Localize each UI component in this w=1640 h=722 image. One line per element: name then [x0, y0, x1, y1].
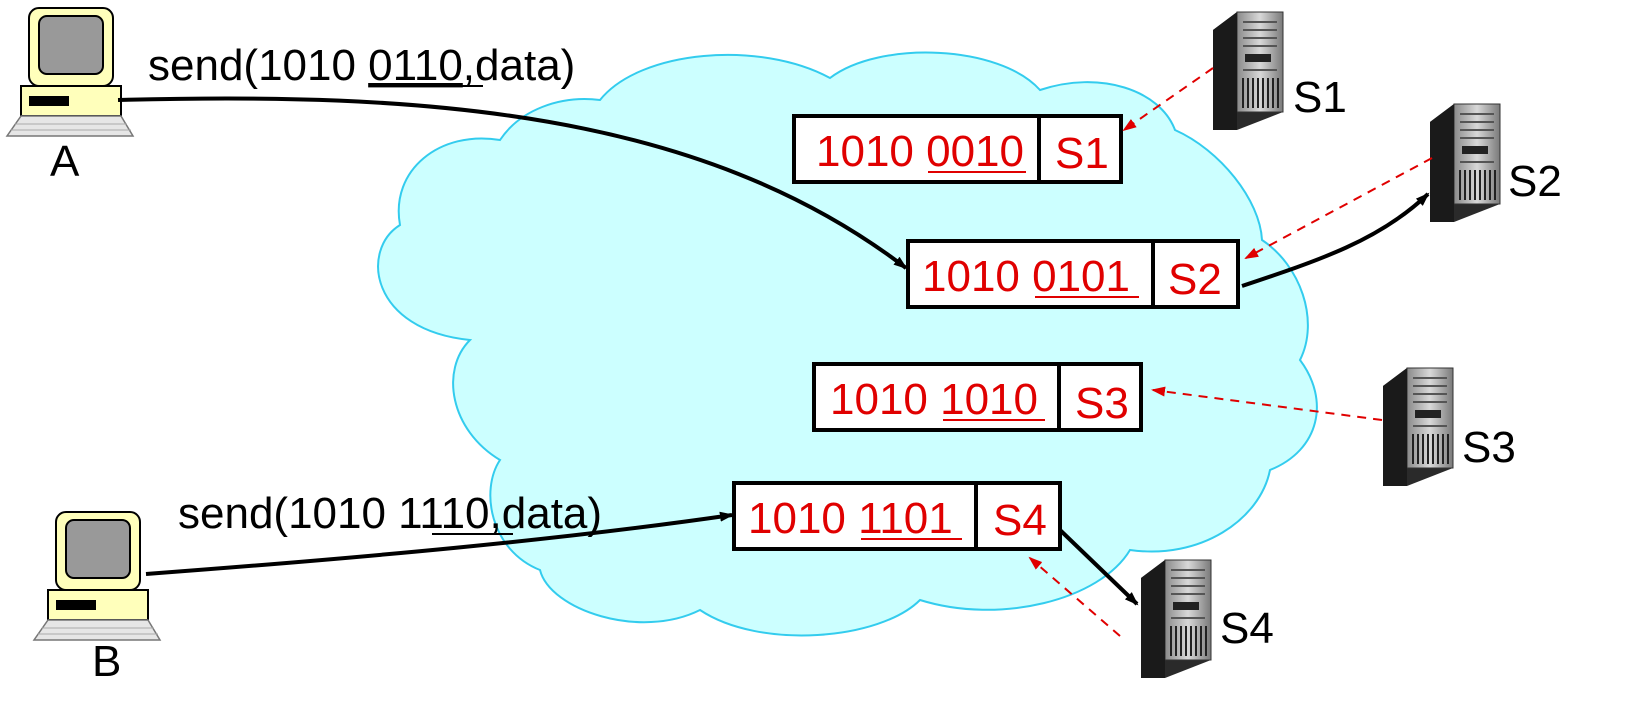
svg-text:S4: S4 [993, 496, 1047, 545]
svg-text:S2: S2 [1168, 255, 1222, 304]
server-s4-icon [1140, 559, 1212, 679]
host-b-label: B [92, 637, 121, 686]
route-arrow-s2 [1241, 192, 1430, 288]
entry-s4: 1010 1101 S4 [732, 481, 1062, 551]
send-label-b: send(1010 1110,data) [178, 489, 602, 538]
send-key-b: 1110 [398, 489, 489, 538]
send-key-a: 0110 [368, 41, 463, 90]
server-s2-icon [1429, 103, 1501, 223]
register-arrow-s1 [1122, 67, 1214, 132]
route-arrow-b [145, 511, 734, 576]
svg-text:1010 1010: 1010 1010 [830, 375, 1038, 424]
svg-text:1010 0010: 1010 0010 [816, 127, 1024, 176]
entry-s1: 1010 0010 S1 [792, 114, 1123, 184]
route-arrow-a [117, 96, 908, 270]
server-s3-icon [1382, 367, 1454, 487]
server-s4-label: S4 [1220, 604, 1274, 653]
send-label-a: send(1010 0110,data) [148, 41, 575, 90]
svg-text:S3: S3 [1075, 379, 1129, 428]
route-arrow-s4 [1058, 528, 1139, 606]
computer-b-icon [33, 511, 161, 641]
svg-text:1010 0101: 1010 0101 [922, 252, 1130, 301]
svg-text:1010 1101: 1010 1101 [748, 494, 953, 543]
server-s3-label: S3 [1462, 423, 1516, 472]
server-s1-label: S1 [1293, 73, 1347, 122]
server-s1-icon [1212, 11, 1284, 131]
entry-s2: 1010 0101 S2 [906, 239, 1240, 309]
register-arrow-s3 [1151, 386, 1383, 421]
register-arrow-s2 [1244, 157, 1433, 259]
register-arrow-s4 [1028, 556, 1121, 637]
computer-a-icon [6, 7, 134, 137]
server-s2-label: S2 [1508, 157, 1562, 206]
entry-s3: 1010 1010 S3 [812, 362, 1143, 432]
host-a-label: A [50, 137, 80, 186]
svg-text:S1: S1 [1055, 129, 1109, 178]
network-cloud [377, 51, 1318, 637]
